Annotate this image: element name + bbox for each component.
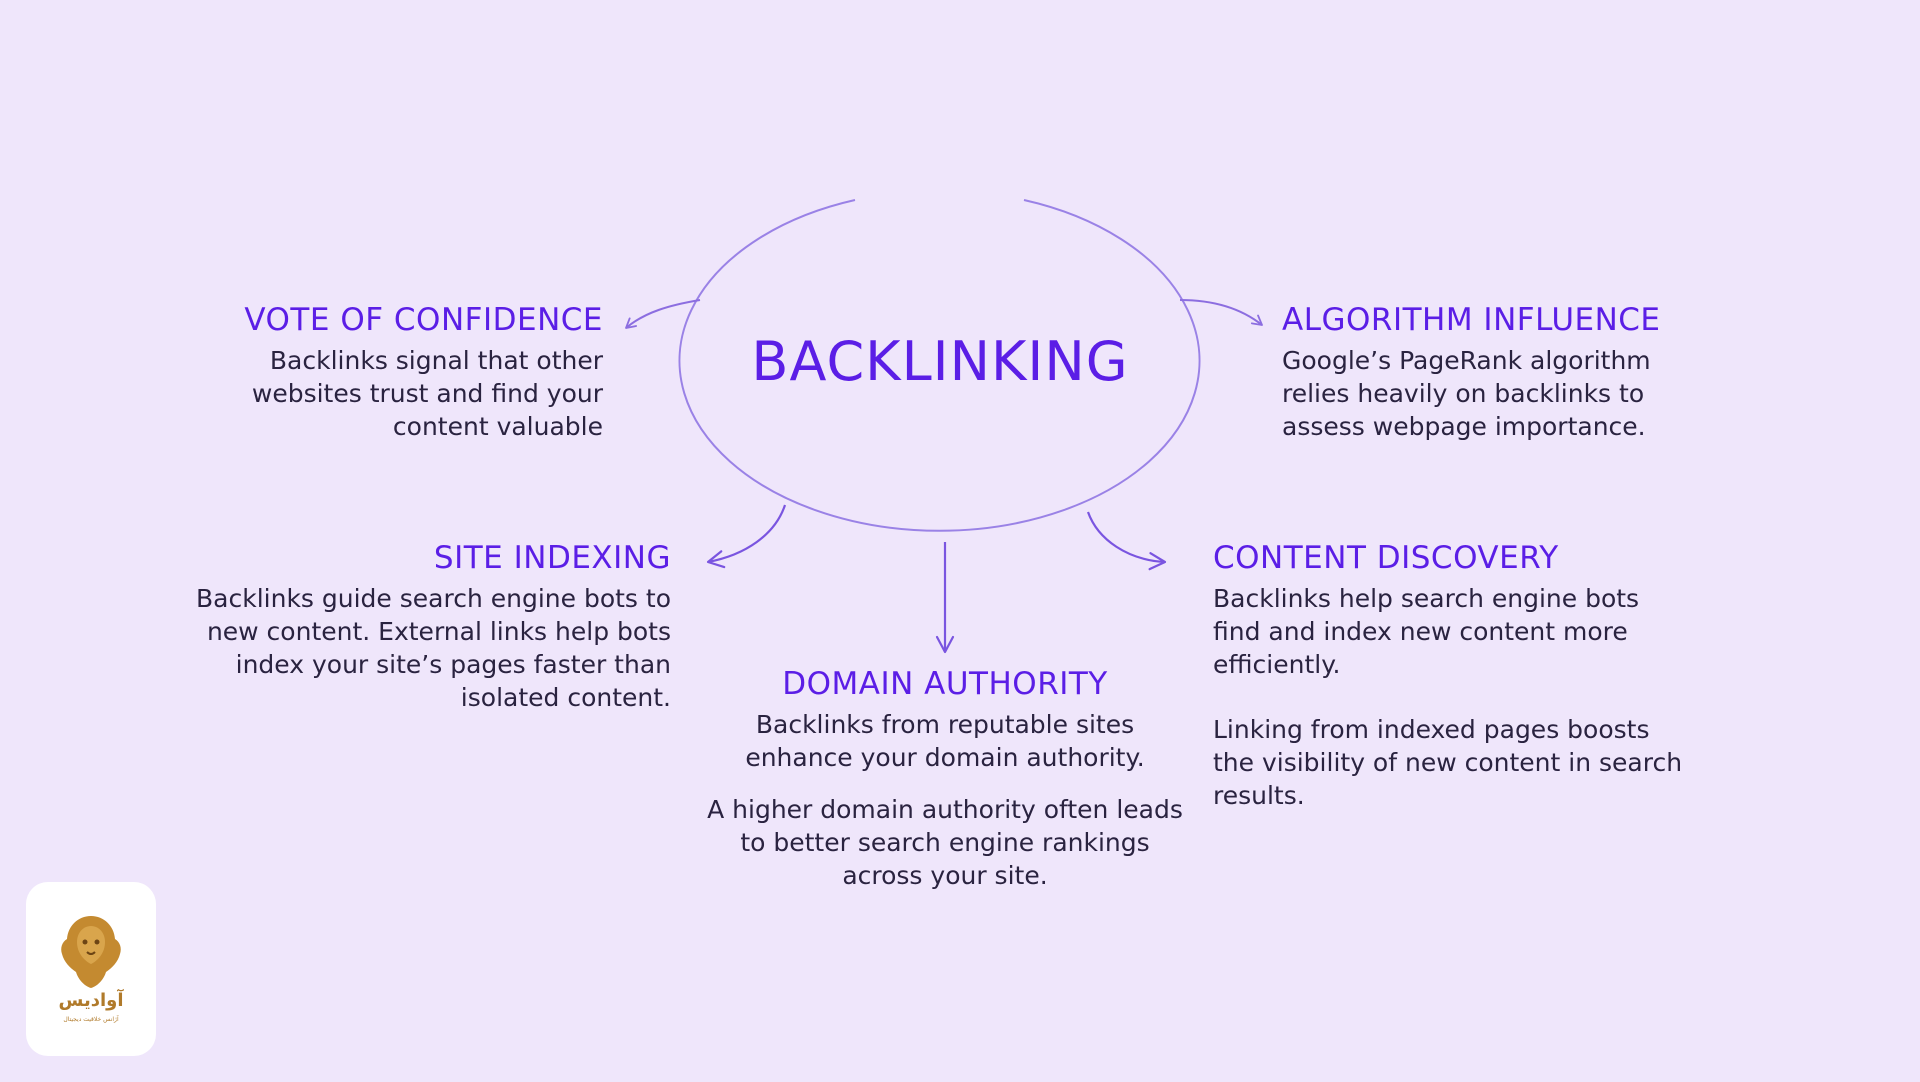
connector-discovery xyxy=(1086,511,1167,571)
logo-tagline: آژانس خلاقیت دیجیتال xyxy=(63,1016,119,1023)
central-ellipse xyxy=(678,199,1201,532)
node-title: CONTENT DISCOVERY xyxy=(1213,540,1559,576)
node-title: DOMAIN AUTHORITY xyxy=(782,666,1108,702)
connector-indexing xyxy=(706,504,787,569)
center-label: BACKLINKING xyxy=(751,330,1129,393)
node-description: Google’s PageRank algorithm relies heavi… xyxy=(1282,346,1651,441)
node-site-indexing: SITE INDEXING Backlinks guide search eng… xyxy=(180,540,671,714)
node-title: VOTE OF CONFIDENCE xyxy=(244,302,603,338)
node-description: Backlinks from reputable sites enhance y… xyxy=(745,710,1145,772)
logo-wordmark: آوادیس xyxy=(58,990,124,1011)
lion-head-icon xyxy=(61,916,121,988)
connector-algorithm xyxy=(1179,299,1263,326)
node-content-discovery: CONTENT DISCOVERY Backlinks help search … xyxy=(1213,540,1693,812)
node-algorithm-influence: ALGORITHM INFLUENCE Google’s PageRank al… xyxy=(1282,302,1702,443)
node-description: Backlinks guide search engine bots to ne… xyxy=(196,584,671,712)
node-description: Backlinks help search engine bots find a… xyxy=(1213,584,1640,679)
node-description: A higher domain authority often leads to… xyxy=(707,795,1183,890)
node-vote-of-confidence: VOTE OF CONFIDENCE Backlinks signal that… xyxy=(180,302,603,443)
node-description: Linking from indexed pages boosts the vi… xyxy=(1213,715,1683,810)
node-title: ALGORITHM INFLUENCE xyxy=(1282,302,1661,338)
node-description: Backlinks signal that other websites tru… xyxy=(251,346,603,441)
brand-logo: آوادیس آژانس خلاقیت دیجیتال xyxy=(26,882,156,1056)
node-domain-authority: DOMAIN AUTHORITY Backlinks from reputabl… xyxy=(700,666,1190,892)
node-title: SITE INDEXING xyxy=(433,540,671,576)
connector-vote xyxy=(625,299,701,329)
